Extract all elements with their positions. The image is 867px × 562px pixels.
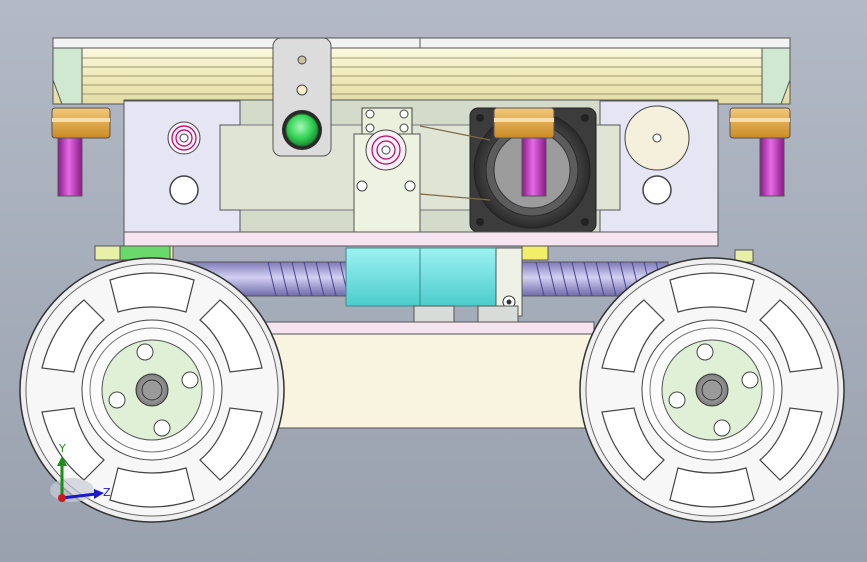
right-bearing-mount[interactable]	[599, 100, 719, 235]
center-post-assembly[interactable]	[493, 107, 555, 197]
left-wheel-hub[interactable]	[101, 339, 203, 441]
chassis-top-plate[interactable]	[261, 321, 595, 335]
y-axis-label: Y	[58, 442, 66, 455]
top-linear-rail[interactable]	[52, 37, 791, 105]
triad-origin	[58, 494, 66, 502]
screw-nut-block[interactable]	[345, 247, 523, 317]
drive-belt	[419, 125, 491, 141]
z-axis-label: Z	[103, 486, 111, 499]
right-wheel-hub[interactable]	[661, 339, 763, 441]
coordinate-triad: Y Z	[50, 442, 111, 502]
right-side-tab[interactable]	[521, 245, 549, 261]
nut-foot-left	[413, 305, 455, 323]
drive-belt-lower	[419, 193, 491, 201]
left-post-assembly[interactable]	[51, 107, 111, 197]
chassis-body[interactable]	[261, 333, 595, 429]
green-start-button[interactable]	[285, 113, 319, 147]
right-post-assembly[interactable]	[729, 107, 791, 197]
center-bearing-support[interactable]	[353, 107, 421, 235]
nut-foot-right	[477, 305, 519, 323]
z-axis-arrow	[61, 492, 97, 500]
base-plate[interactable]	[123, 231, 719, 247]
